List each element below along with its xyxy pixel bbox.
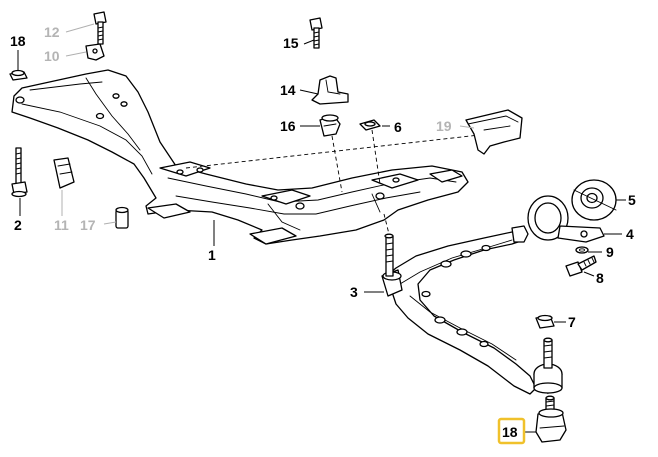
bolt-8-part[interactable]: [565, 255, 597, 277]
label-8[interactable]: 8: [596, 270, 604, 286]
label-12[interactable]: 12: [44, 24, 60, 40]
part-labels-inactive: 12 10 19 11 17: [44, 24, 452, 233]
label-2[interactable]: 2: [14, 217, 22, 233]
label-5[interactable]: 5: [628, 192, 636, 208]
label-18[interactable]: 18: [502, 424, 518, 440]
bolt-14-part[interactable]: [309, 17, 323, 49]
ball-joint-18-part[interactable]: [535, 395, 567, 443]
label-19[interactable]: 19: [436, 118, 452, 134]
label-9[interactable]: 9: [606, 244, 614, 260]
nut-16-part[interactable]: [9, 69, 28, 81]
clip-11-part[interactable]: [53, 157, 75, 189]
bolt-2-part[interactable]: [11, 147, 28, 198]
label-11[interactable]: 11: [54, 217, 69, 233]
rubber-mount-5-part[interactable]: [571, 179, 617, 221]
label-15[interactable]: 16: [280, 118, 296, 134]
sleeve-17-part[interactable]: [115, 206, 129, 229]
label-1[interactable]: 1: [208, 247, 216, 263]
part-labels: 18 15 14 16 6 2 1 3 5 4 9 8 7 18: [10, 33, 636, 445]
label-17[interactable]: 17: [80, 217, 96, 233]
leader-lines: [17, 23, 626, 433]
label-6[interactable]: 6: [394, 119, 402, 135]
bracket-13-part[interactable]: [311, 75, 349, 105]
label-7[interactable]: 7: [568, 314, 576, 330]
bracket-19-part[interactable]: [465, 109, 523, 155]
highlight-box-18: [497, 417, 526, 445]
nut-6-part[interactable]: [359, 119, 381, 131]
label-10[interactable]: 10: [44, 48, 60, 64]
bracket-10-part[interactable]: [85, 43, 105, 61]
nut-7-part[interactable]: [535, 314, 555, 329]
label-14[interactable]: 15: [283, 35, 299, 51]
axle-carrier-part[interactable]: [11, 69, 469, 245]
bracket-4-part[interactable]: [527, 195, 605, 243]
control-arm-3-part[interactable]: [381, 225, 563, 395]
label-16[interactable]: 18: [10, 33, 26, 49]
label-3[interactable]: 3: [350, 284, 358, 300]
washer-9-part[interactable]: [575, 246, 589, 254]
bolt-12-part[interactable]: [93, 11, 107, 45]
label-13[interactable]: 14: [280, 82, 296, 98]
label-4[interactable]: 4: [626, 226, 634, 242]
grommet-15-part[interactable]: [319, 114, 341, 137]
